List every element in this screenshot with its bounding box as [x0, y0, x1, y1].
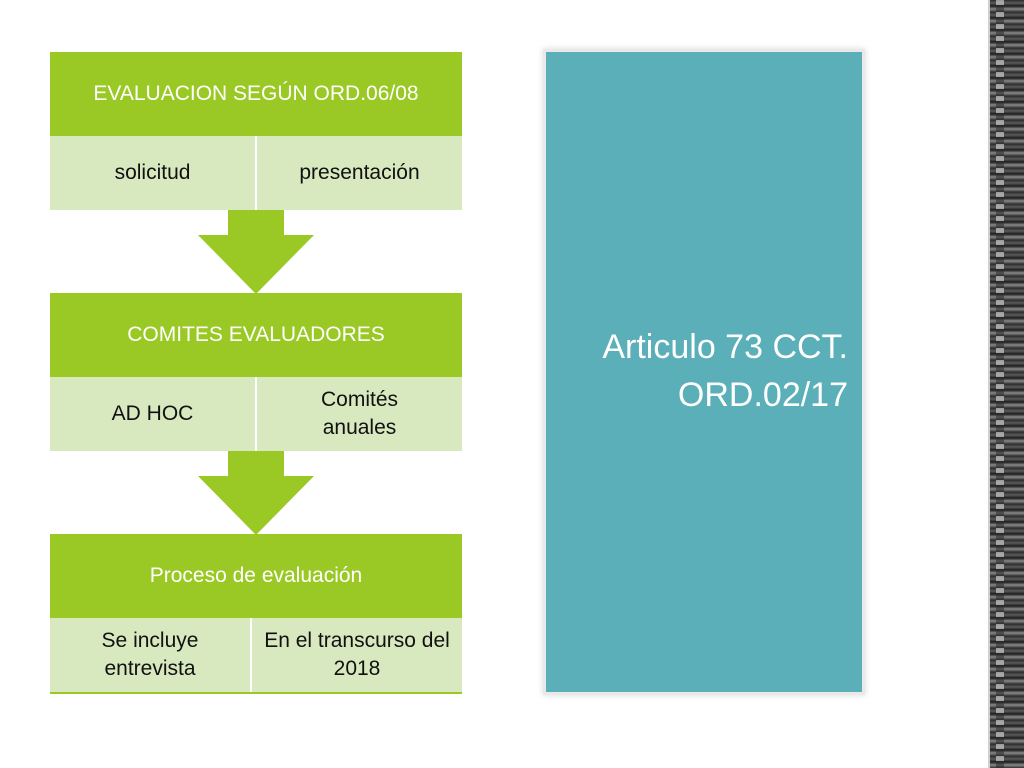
step-proceso: Proceso de evaluación Se incluye entrevi… — [50, 534, 462, 694]
step-cell-text: Comités anuales — [320, 387, 399, 439]
step-cells: AD HOC Comités anuales — [50, 377, 462, 451]
article-line-1: Articulo 73 CCT. — [602, 328, 848, 367]
step-cells: solicitud presentación — [50, 136, 462, 210]
step-cell-presentacion: presentación — [255, 136, 462, 210]
film-strip-decoration — [988, 0, 1024, 768]
step-cell-ad-hoc: AD HOC — [50, 377, 255, 451]
down-arrow-icon — [198, 210, 314, 294]
step-cell-entrevista: Se incluye entrevista — [50, 618, 250, 692]
step-cells: Se incluye entrevista En el transcurso d… — [50, 618, 462, 694]
article-line-2: ORD.02/17 — [677, 376, 848, 414]
article-panel: Articulo 73 CCT. ORD.02/17 — [546, 52, 862, 692]
step-header: Proceso de evaluación — [50, 534, 462, 618]
step-evaluacion: EVALUACION SEGÚN ORD.06/08 solicitud pre… — [50, 52, 462, 210]
step-cell-text: En el transcurso del 2018 — [264, 628, 450, 680]
article-panel-text: Articulo 73 CCT. ORD.02/17 — [558, 324, 848, 419]
step-cell-transcurso: En el transcurso del 2018 — [250, 618, 462, 692]
step-header: EVALUACION SEGÚN ORD.06/08 — [50, 52, 462, 136]
down-arrow-icon — [198, 451, 314, 535]
step-cell-solicitud: solicitud — [50, 136, 255, 210]
step-cell-comites-anuales: Comités anuales — [255, 377, 462, 451]
step-cell-text: Se incluye entrevista — [101, 628, 199, 680]
step-header: COMITES EVALUADORES — [50, 293, 462, 377]
step-comites: COMITES EVALUADORES AD HOC Comités anual… — [50, 293, 462, 451]
